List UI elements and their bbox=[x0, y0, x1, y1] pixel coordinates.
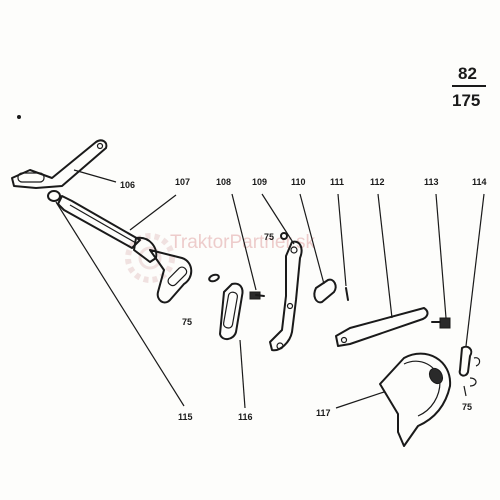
label-107: 107 bbox=[175, 177, 190, 187]
part-114-link bbox=[458, 345, 481, 387]
part-115-washer bbox=[47, 190, 61, 202]
label-117: 117 bbox=[316, 408, 331, 418]
part-117-cover bbox=[379, 352, 452, 447]
part-111-pin bbox=[345, 287, 349, 301]
label-113: 113 bbox=[424, 177, 439, 187]
label-111: 111 bbox=[330, 177, 344, 187]
part-75-pin-left bbox=[208, 273, 220, 283]
part-110-sleeve bbox=[313, 278, 337, 304]
part-113-bolt bbox=[431, 317, 451, 329]
label-75-middle: 75 bbox=[264, 232, 274, 242]
part-109-linkage bbox=[269, 240, 303, 352]
label-115: 115 bbox=[178, 412, 193, 422]
page-number-top: 82 bbox=[458, 64, 477, 83]
label-108: 108 bbox=[216, 177, 231, 187]
label-75-right: 75 bbox=[462, 402, 472, 412]
part-107-shaft bbox=[57, 195, 193, 304]
label-112: 112 bbox=[370, 177, 385, 187]
leader-lines bbox=[55, 169, 485, 409]
part-75-pin-middle bbox=[280, 232, 288, 240]
label-114: 114 bbox=[472, 177, 487, 187]
part-108-bolt bbox=[249, 291, 265, 300]
corner-mark bbox=[17, 115, 21, 119]
watermark bbox=[125, 233, 175, 283]
part-112-rod bbox=[335, 307, 429, 347]
watermark-text: TraktorPartner.sk bbox=[170, 232, 316, 253]
label-109: 109 bbox=[252, 177, 267, 187]
label-110: 110 bbox=[291, 177, 306, 187]
page-number-bottom: 175 bbox=[452, 91, 480, 110]
part-116-plate bbox=[219, 282, 244, 340]
label-75-left: 75 bbox=[182, 317, 192, 327]
part-106-lever bbox=[11, 139, 108, 189]
label-106: 106 bbox=[120, 180, 135, 190]
label-116: 116 bbox=[238, 412, 253, 422]
